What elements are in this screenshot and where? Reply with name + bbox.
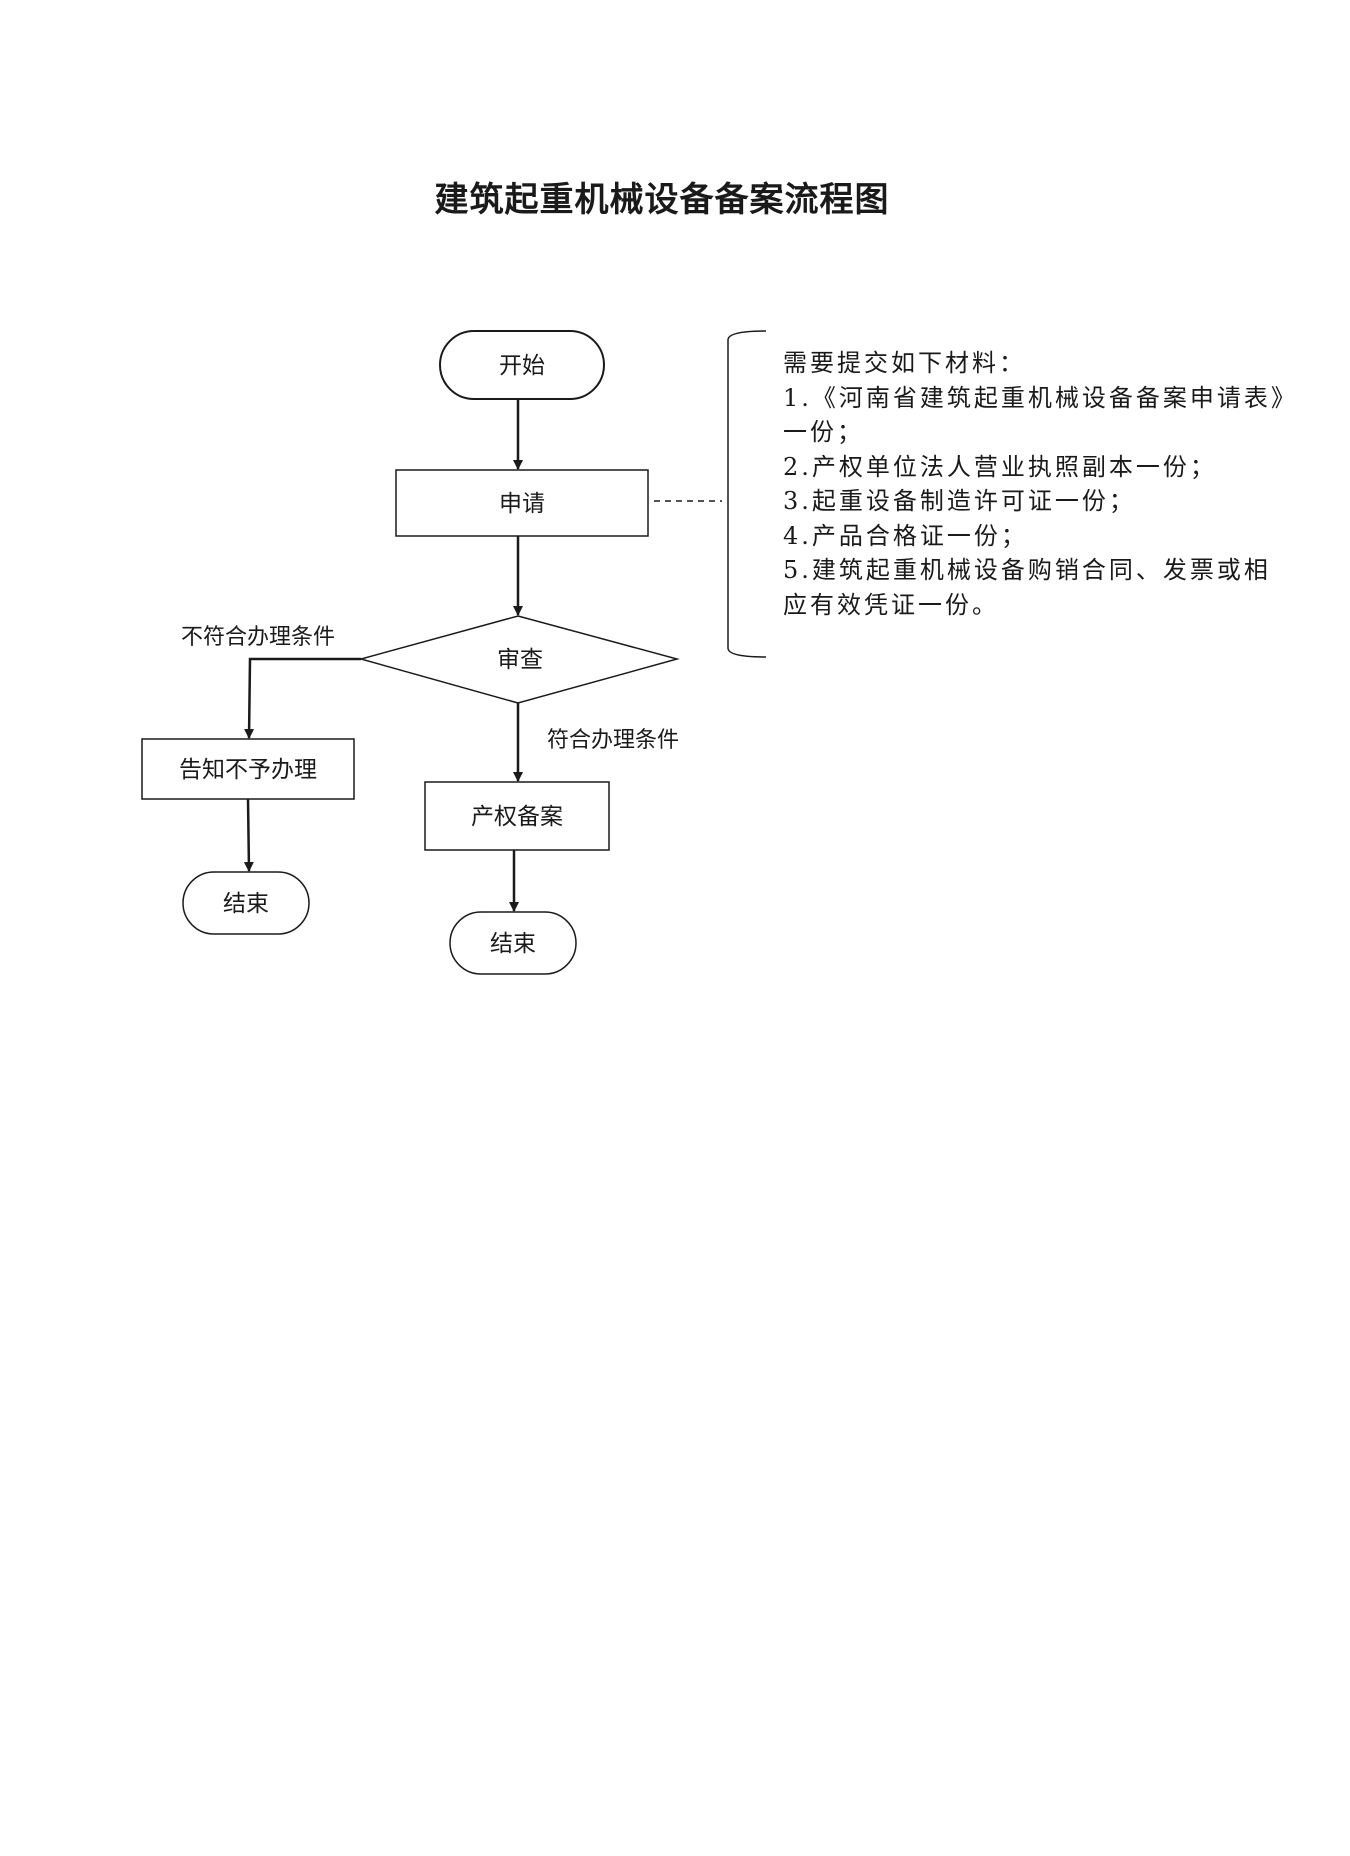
end-node-right: 结束 [449,911,577,975]
materials-heading: 需要提交如下材料： [783,349,1026,377]
end-node-left: 结束 [182,871,310,935]
materials-item: 1.《河南省建筑起重机械设备备案申请表》一份； [783,383,1286,447]
register-node: 产权备案 [424,781,610,851]
end-left-label: 结束 [223,891,269,917]
register-label: 产权备案 [471,804,563,830]
reject-node: 告知不予办理 [141,738,355,800]
label-qualified: 符合办理条件 [547,728,679,753]
label-not-qualified: 不符合办理条件 [181,625,335,650]
arrow-review-to-reject [244,657,361,739]
arrow-reject-to-end [243,798,254,872]
end-right-label: 结束 [490,931,536,957]
apply-node: 申请 [395,469,649,537]
start-label: 开始 [499,353,545,379]
page-title: 建筑起重机械设备备案流程图 [434,180,890,220]
materials-item: 5.建筑起重机械设备购销合同、发票或相应有效凭证一份。 [783,556,1271,619]
reject-label: 告知不予办理 [179,757,317,783]
materials-bracket [727,330,767,658]
review-label: 审查 [497,647,543,673]
materials-item: 4.产品合格证一份； [783,521,1028,550]
materials-item: 2.产权单位法人营业执照副本一份； [783,452,1217,481]
review-node: 审查 [358,615,680,704]
materials-annotation: 需要提交如下材料： 1.《河南省建筑起重机械设备备案申请表》一份； 2.产权单位… [783,346,1293,622]
start-node: 开始 [439,330,605,400]
materials-item: 3.起重设备制造许可证一份； [783,487,1136,515]
apply-label: 申请 [499,491,545,517]
